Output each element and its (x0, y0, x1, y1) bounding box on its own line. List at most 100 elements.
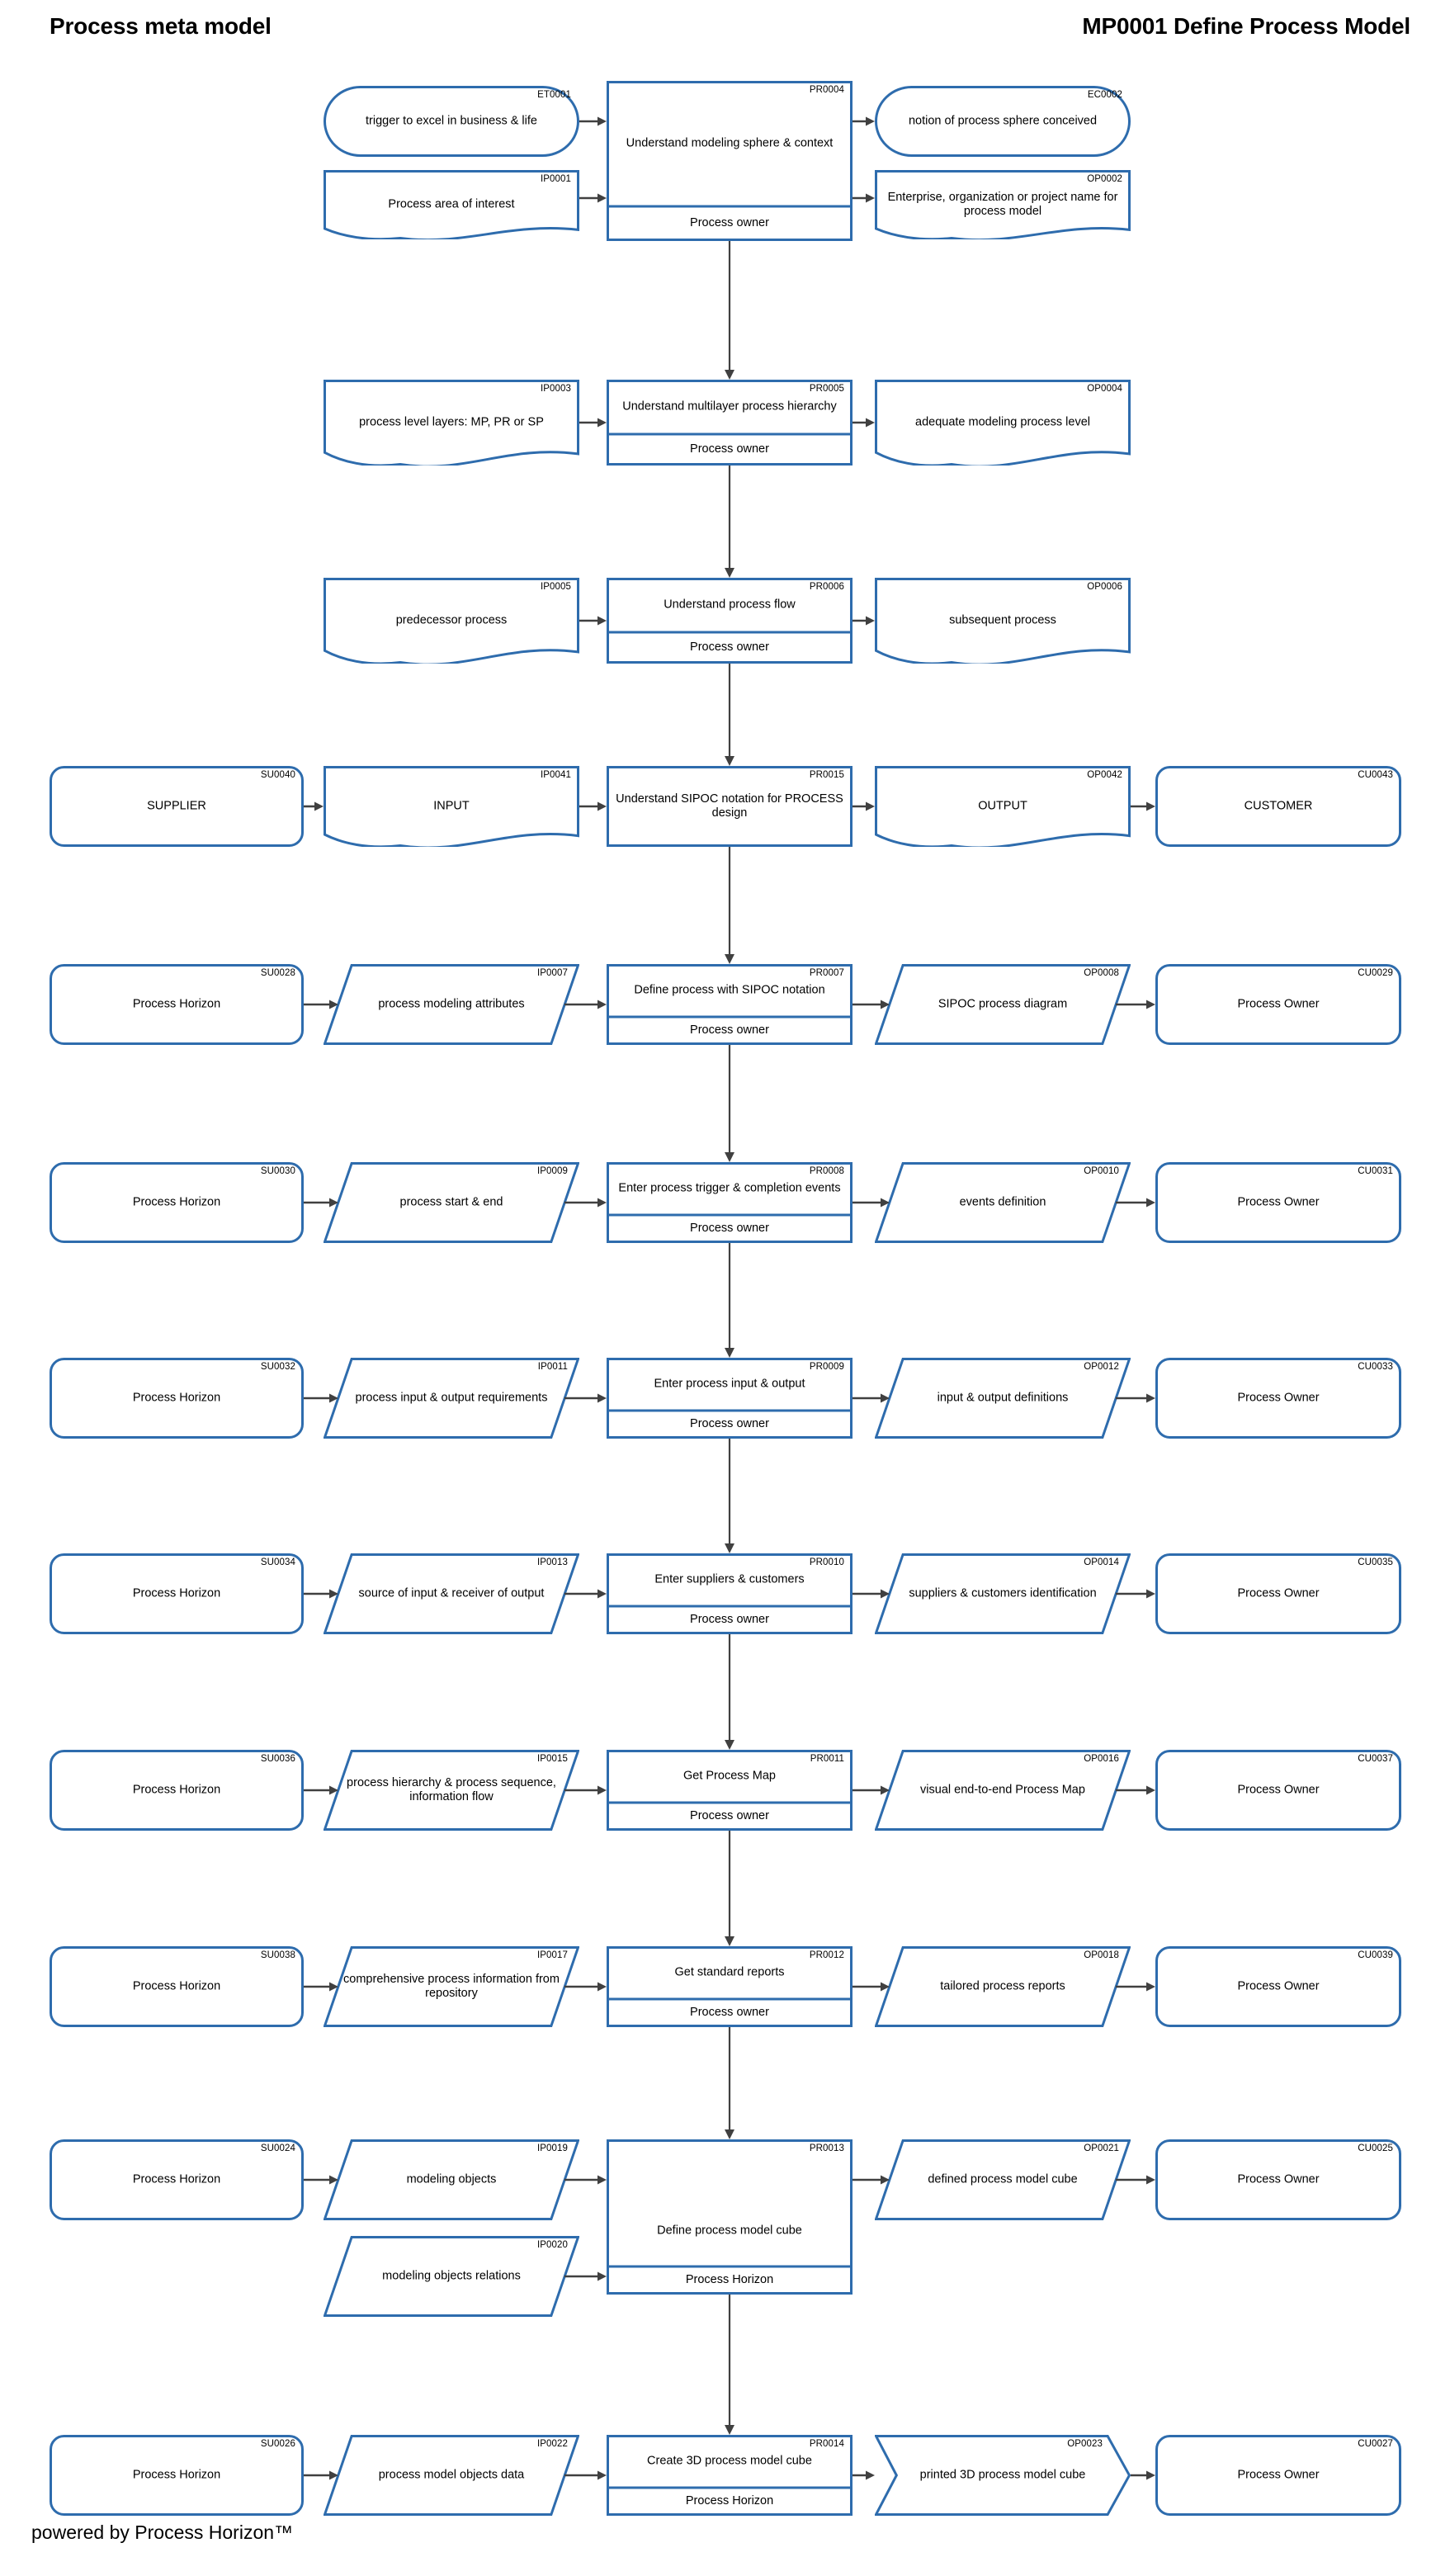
node-label: Process Horizon (132, 1586, 221, 1600)
node-code: OP0010 (1084, 1166, 1119, 1176)
footer-credit: powered by Process Horizon™ (31, 2522, 294, 2543)
flow-arrow (579, 801, 607, 811)
node-label: trigger to excel in business & life (366, 114, 537, 128)
node-label: Process Horizon (132, 1783, 221, 1797)
node-code: ET0001 (537, 90, 571, 100)
node-label: OUTPUT (978, 799, 1027, 813)
node-code: OP0016 (1084, 1754, 1119, 1764)
process-role: Process owner (690, 640, 769, 654)
node-code: OP0008 (1084, 968, 1119, 978)
process-role: Process Horizon (685, 2273, 774, 2286)
node-trigger-ET0001[interactable]: ET0001 trigger to excel in business & lif… (324, 86, 579, 157)
flow-arrow (304, 801, 324, 811)
node-code: OP0002 (1087, 174, 1122, 184)
process-role: Process owner (690, 216, 769, 229)
node-code: SU0030 (260, 1166, 295, 1176)
node-label: Process Horizon (132, 1195, 221, 1209)
node-code: OP0012 (1084, 1362, 1119, 1372)
process-role: Process owner (690, 1613, 769, 1626)
node-label: Process Owner (1237, 1586, 1320, 1600)
node-label: process level layers: MP, PR or SP (359, 415, 544, 429)
node-code: OP0021 (1084, 2144, 1119, 2153)
node-code: PR0010 (809, 1557, 844, 1567)
node-label: Process Owner (1237, 1783, 1320, 1797)
node-label: Process Horizon (132, 1391, 221, 1405)
node-code: PR0004 (809, 85, 844, 95)
node-code: PR0009 (809, 1362, 844, 1372)
sequence-arrow (725, 1634, 734, 1750)
node-code: SU0024 (260, 2144, 295, 2153)
process-role: Process owner (690, 1023, 769, 1037)
node-code: OP0004 (1087, 384, 1122, 394)
node-code: SU0026 (260, 2439, 295, 2449)
process-label: Understand modeling sphere & context (626, 136, 834, 150)
node-label: Process Horizon (132, 997, 221, 1011)
node-code: SU0034 (260, 1557, 295, 1567)
node-code: SU0038 (260, 1950, 295, 1960)
node-code: CU0033 (1358, 1362, 1393, 1372)
node-code: SU0036 (260, 1754, 295, 1764)
node-code: EC0002 (1087, 90, 1122, 100)
flow-arrow (579, 616, 607, 626)
node-label: Process area of interest (388, 197, 515, 211)
process-label: Understand multilayer process hierarchy (622, 399, 837, 414)
node-code: CU0027 (1358, 2439, 1393, 2449)
